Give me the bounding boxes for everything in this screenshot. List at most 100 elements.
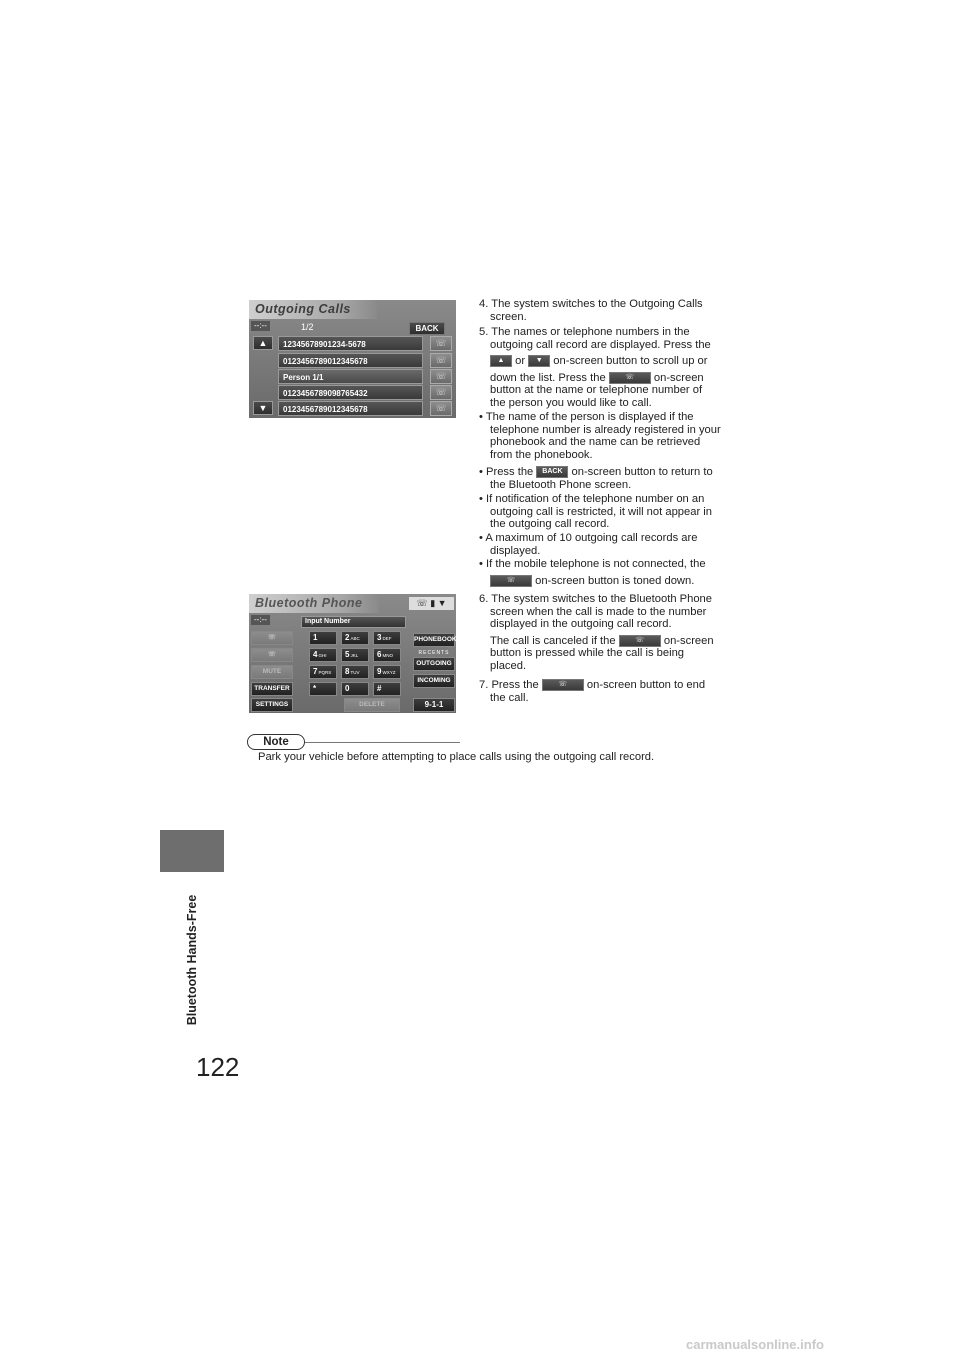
screen-title: Bluetooth Phone xyxy=(249,594,379,613)
keypad-key[interactable]: 7PQRS xyxy=(309,665,337,679)
keypad-key[interactable]: 8TUV xyxy=(341,665,369,679)
note-label: Note xyxy=(247,734,305,750)
key-digit: # xyxy=(377,684,382,693)
mute-button[interactable]: MUTE xyxy=(251,665,293,679)
clock: --:-- xyxy=(251,615,270,625)
key-letters: PQRS xyxy=(318,670,332,675)
keypad-key[interactable]: # xyxy=(373,682,401,696)
up-arrow-icon: ▲ xyxy=(497,357,505,365)
list-item[interactable]: 12345678901234-5678 xyxy=(278,336,423,351)
key-digit: 1 xyxy=(313,633,318,642)
keypad-key[interactable]: 9WXYZ xyxy=(373,665,401,679)
page-indicator: 1/2 xyxy=(301,322,314,332)
delete-button[interactable]: DELETE xyxy=(344,698,400,712)
key-letters: GHI xyxy=(318,653,327,658)
scroll-up-button[interactable]: ▲ xyxy=(253,336,273,350)
scroll-down-button[interactable]: ▼ xyxy=(253,401,273,415)
step-5: 5. The names or telephone numbers in the… xyxy=(479,326,711,409)
phone-handset-icon: ☏ xyxy=(435,371,447,381)
key-digit: 6 xyxy=(377,650,382,659)
bullet-2: • Press the BACK on-screen button to ret… xyxy=(479,466,713,491)
phone-handset-icon: ☏ xyxy=(506,576,516,584)
phone-icon: ☏ xyxy=(416,598,428,608)
scroll-up-button: ▲ xyxy=(490,355,512,368)
settings-button[interactable]: SETTINGS xyxy=(251,698,293,712)
list-item[interactable]: 0123456789012345678 xyxy=(278,401,423,416)
call-button: ☏ xyxy=(490,574,532,587)
step-7: 7. Press the ☏ on-screen button to end t… xyxy=(479,679,706,704)
end-call-button: ☏ xyxy=(618,634,661,647)
list-item[interactable]: 0123456789012345678 xyxy=(278,353,423,368)
key-letters: MNO xyxy=(382,653,393,658)
list-item[interactable]: 0123456789098765432 xyxy=(278,385,423,400)
key-letters: WXYZ xyxy=(382,670,396,675)
key-digit: 0 xyxy=(345,684,350,693)
keypad-key[interactable]: 0 xyxy=(341,682,369,696)
up-arrow-icon: ▲ xyxy=(258,338,268,348)
phone-handset-icon: ☏ xyxy=(267,634,277,641)
incoming-button[interactable]: INCOMING xyxy=(413,674,455,688)
emergency-911-button[interactable]: 9-1-1 xyxy=(413,698,455,712)
bullet-4: • A maximum of 10 outgoing call records … xyxy=(479,532,698,557)
phone-handset-icon: ☏ xyxy=(435,355,447,365)
input-number-field[interactable]: Input Number xyxy=(301,616,406,628)
page-number: 122 xyxy=(196,1052,240,1082)
input-number-label: Input Number xyxy=(305,618,351,625)
recents-label: RECENTS xyxy=(418,650,450,656)
call-button[interactable]: ☏ xyxy=(430,401,452,416)
signal-icon: ▼ xyxy=(437,598,447,608)
keypad-key[interactable]: 3DEF xyxy=(373,631,401,645)
phone-hangup-icon: ☏ xyxy=(558,681,568,689)
phone-hangup-icon: ☏ xyxy=(635,636,645,644)
transfer-button[interactable]: TRANSFER xyxy=(251,682,293,696)
bluetooth-phone-screen: Bluetooth Phone ☏ ▮ ▼ --:-- Input Number… xyxy=(249,594,456,713)
clock: --:-- xyxy=(251,321,270,331)
outgoing-calls-screen: Outgoing Calls --:-- 1/2 BACK ▲ ▼ 123456… xyxy=(249,300,456,418)
key-letters: JKL xyxy=(350,653,359,658)
keypad-key[interactable]: 6MNO xyxy=(373,648,401,662)
keypad-key[interactable]: 1 xyxy=(309,631,337,645)
key-digit: * xyxy=(313,684,317,693)
bullet-1: • The name of the person is displayed if… xyxy=(479,411,721,461)
phonebook-button[interactable]: PHONEBOOK xyxy=(413,633,457,647)
key-letters: DEF xyxy=(382,636,392,641)
end-call-button: ☏ xyxy=(541,679,584,692)
call-button: ☏ xyxy=(608,371,651,384)
list-item[interactable]: Person 1/1 xyxy=(278,369,423,384)
section-tab xyxy=(160,830,224,872)
watermark: carmanualsonline.info xyxy=(686,1337,824,1352)
back-button[interactable]: BACK xyxy=(409,322,445,335)
step-6: 6. The system switches to the Bluetooth … xyxy=(479,593,714,672)
key-digit: 5 xyxy=(345,650,350,659)
call-button[interactable]: ☏ xyxy=(251,631,293,645)
note-text: Park your vehicle before attempting to p… xyxy=(258,751,655,763)
keypad-key[interactable]: 2ABC xyxy=(341,631,369,645)
down-arrow-icon: ▼ xyxy=(535,357,543,365)
key-digit: 2 xyxy=(345,633,350,642)
battery-icon: ▮ xyxy=(430,598,436,608)
call-button[interactable]: ☏ xyxy=(430,369,452,384)
keypad-key[interactable]: * xyxy=(309,682,337,696)
bullet-5: • If the mobile telephone is not connect… xyxy=(479,558,706,587)
keypad-key[interactable]: 5JKL xyxy=(341,648,369,662)
note-divider xyxy=(300,742,460,743)
status-icons: ☏ ▮ ▼ xyxy=(409,597,454,610)
bullet-3: • If notification of the telephone numbe… xyxy=(479,493,712,531)
phone-handset-icon: ☏ xyxy=(435,403,447,413)
step-4: 4. The system switches to the Outgoing C… xyxy=(479,298,703,323)
call-button[interactable]: ☏ xyxy=(430,336,452,351)
key-letters: TUV xyxy=(350,670,360,675)
scroll-down-button: ▼ xyxy=(528,355,551,368)
screen-title: Outgoing Calls xyxy=(249,300,377,319)
call-button[interactable]: ☏ xyxy=(430,353,452,368)
phone-handset-icon: ☏ xyxy=(435,387,447,397)
key-letters: ABC xyxy=(350,636,360,641)
phone-handset-icon: ☏ xyxy=(625,373,635,381)
end-call-button[interactable]: ☏ xyxy=(251,648,293,662)
down-arrow-icon: ▼ xyxy=(258,403,268,413)
key-digit: 7 xyxy=(313,667,318,676)
call-button[interactable]: ☏ xyxy=(430,385,452,400)
key-digit: 3 xyxy=(377,633,382,642)
outgoing-button[interactable]: OUTGOING xyxy=(413,657,455,671)
keypad-key[interactable]: 4GHI xyxy=(309,648,337,662)
